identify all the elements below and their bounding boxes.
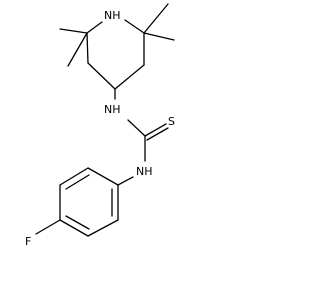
- atom-label-nh-upper: NH: [104, 103, 121, 116]
- bond-aryl-c4-c5: [59, 219, 89, 237]
- bond-aryl-f: [35, 219, 61, 235]
- bond-aryl-inner-2: [65, 215, 90, 230]
- atom-label-fluorine: F: [25, 235, 31, 248]
- bond-ring-nh-c2: [86, 21, 103, 34]
- bond-cthio-s-1: [144, 123, 167, 137]
- bond-ring-c3-c4: [87, 62, 116, 90]
- bond-aryl-c2-c3: [59, 167, 89, 186]
- bond-nh-upper-cthio: [127, 119, 146, 137]
- bond-ring-c4-c5: [114, 64, 145, 90]
- bond-cthio-s-2: [146, 127, 169, 141]
- bond-nh-lower-aryl: [117, 176, 134, 186]
- chemical-structure-diagram: NH NH S NH F: [25, 3, 175, 248]
- bond-ring-c2-c3: [86, 32, 89, 64]
- atom-label-nh-lower: NH: [136, 165, 153, 178]
- bond-methyl-right-1: [143, 3, 169, 34]
- bond-methyl-right-2: [143, 32, 175, 41]
- bond-methyl-left-2: [67, 32, 88, 67]
- bond-aryl-c1-c2: [87, 167, 119, 186]
- bond-aryl-c5-c6: [87, 219, 119, 237]
- bond-aryl-inner-1: [65, 174, 90, 190]
- atom-label-nh-ring: NH: [104, 9, 121, 22]
- bond-methyl-left-1: [59, 28, 88, 34]
- atom-label-sulfur: S: [168, 115, 175, 128]
- bond-ring-c6-nh: [124, 19, 145, 34]
